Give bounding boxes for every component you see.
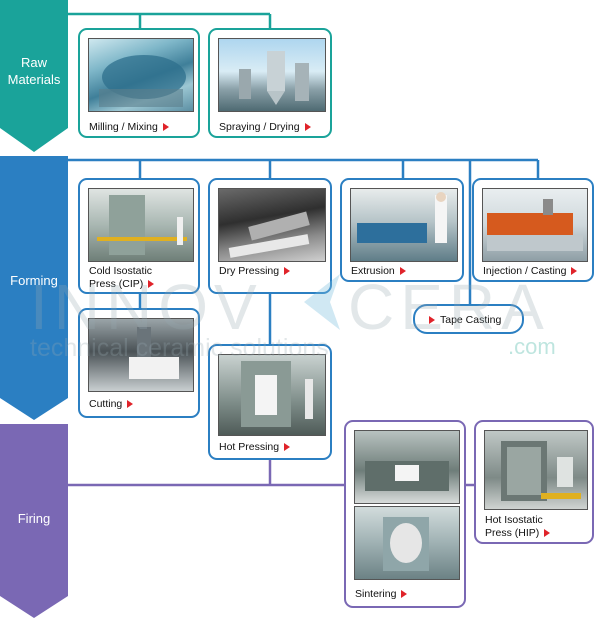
- watermark-tagline: technical ceramic solutions: [30, 334, 329, 362]
- firing-banner: [0, 424, 68, 618]
- hot-pressing-label: Hot Pressing: [219, 441, 280, 453]
- cutting-caption: Cutting: [89, 398, 134, 411]
- watermark-domain: .com: [508, 334, 556, 359]
- hot-pressing-box[interactable]: Hot Pressing: [208, 344, 332, 460]
- extrusion-photo: [350, 188, 458, 262]
- cutting-tool-icon: [129, 327, 179, 379]
- dry-pressing-caption: Dry Pressing: [219, 265, 291, 278]
- forming-connectors: [68, 158, 540, 346]
- arrow-icon: [148, 280, 155, 288]
- dry-pressing-photo: [218, 188, 326, 262]
- milling-photo: [88, 38, 194, 112]
- extrusion-label: Extrusion: [351, 265, 395, 277]
- press-machine-icon: [97, 195, 187, 255]
- arrow-icon: [284, 267, 291, 275]
- arrow-icon: [127, 400, 134, 408]
- spraying-drying-box[interactable]: Spraying / Drying: [208, 28, 332, 138]
- arrow-icon: [399, 267, 406, 275]
- sintering-photo-2: [354, 506, 460, 580]
- tape-casting-caption: Tape Casting: [429, 314, 501, 327]
- cip-photo: [88, 188, 194, 262]
- milling-mixing-box[interactable]: Milling / Mixing: [78, 28, 200, 138]
- sintering-box[interactable]: Sintering: [344, 420, 466, 608]
- stage-label-forming: Forming: [10, 273, 58, 288]
- cip-line-2: Press (CIP): [89, 278, 144, 290]
- cutting-box[interactable]: Cutting: [78, 308, 200, 418]
- watermark-brand-left: INNOV: [30, 271, 263, 343]
- watermark-brand-right: CERA: [348, 271, 550, 343]
- sintering-caption: Sintering: [355, 588, 408, 601]
- die-press-icon: [228, 211, 310, 258]
- furnace-icon: [383, 517, 429, 571]
- milling-caption: Milling / Mixing: [89, 121, 169, 134]
- hip-line-2: Press (HIP): [485, 527, 540, 539]
- injection-machine-icon: [487, 199, 583, 251]
- raw-materials-banner: [0, 0, 68, 152]
- arrow-icon: [162, 123, 169, 131]
- extruder-icon: [357, 192, 447, 243]
- stage-label-firing: Firing: [17, 511, 51, 526]
- sintering-photo-1: [354, 430, 460, 504]
- arrow-icon: [284, 443, 291, 451]
- spray-dryer-icon: [239, 51, 309, 105]
- arrow-icon: [544, 529, 551, 537]
- mill-drum-icon: [99, 55, 186, 107]
- dry-pressing-label: Dry Pressing: [219, 265, 280, 277]
- hot-pressing-photo: [218, 354, 326, 436]
- arrow-icon: [304, 123, 311, 131]
- cutting-label: Cutting: [89, 398, 123, 410]
- extrusion-caption: Extrusion: [351, 265, 406, 278]
- raw-line-1: Raw: [20, 55, 47, 70]
- raw-line-2: Materials: [7, 72, 61, 87]
- arrow-icon: [571, 267, 578, 275]
- sintering-label: Sintering: [355, 588, 397, 600]
- hip-line-1: Hot Isostatic: [485, 514, 543, 526]
- kiln-icon: [365, 461, 449, 491]
- raw-connectors: [68, 12, 272, 30]
- injection-caption: Injection / Casting: [483, 265, 578, 278]
- hot-pressing-caption: Hot Pressing: [219, 441, 291, 454]
- forming-banner: [0, 156, 68, 420]
- arrow-icon: [401, 590, 408, 598]
- hip-photo: [484, 430, 588, 510]
- injection-casting-box[interactable]: Injection / Casting: [472, 178, 594, 282]
- hot-press-icon: [241, 361, 313, 427]
- dry-pressing-box[interactable]: Dry Pressing: [208, 178, 332, 294]
- spraying-photo: [218, 38, 326, 112]
- extrusion-box[interactable]: Extrusion: [340, 178, 464, 282]
- tape-casting-box[interactable]: Tape Casting: [413, 304, 524, 334]
- milling-label: Milling / Mixing: [89, 121, 158, 133]
- hip-vessel-icon: [501, 441, 581, 501]
- spraying-caption: Spraying / Drying: [219, 121, 311, 134]
- tape-casting-label: Tape Casting: [440, 314, 502, 326]
- cutting-photo: [88, 318, 194, 392]
- watermark-arrow-logo: [304, 274, 340, 330]
- injection-photo: [482, 188, 588, 262]
- injection-label: Injection / Casting: [483, 265, 567, 277]
- spraying-label: Spraying / Drying: [219, 121, 300, 133]
- cip-line-1: Cold Isostatic: [89, 265, 153, 277]
- arrow-icon: [429, 316, 435, 324]
